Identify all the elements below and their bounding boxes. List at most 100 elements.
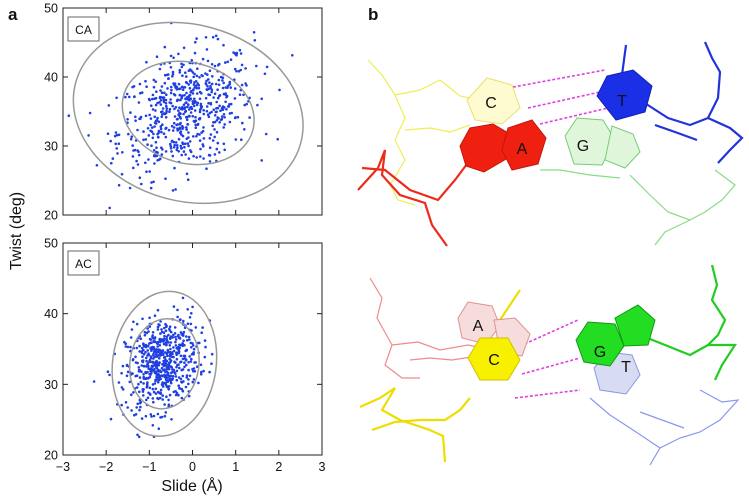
scatter-point [243, 103, 246, 107]
scatter-point [138, 376, 142, 379]
scatter-point [162, 362, 165, 366]
panel-letter-b: b [368, 5, 378, 24]
scatter-point [145, 170, 148, 173]
scatter-point [156, 159, 159, 162]
scatter-point [162, 342, 166, 345]
scatter-point [155, 359, 158, 363]
structure-ca-step: C A G T [357, 41, 744, 247]
base-c-top [466, 77, 521, 125]
scatter-point [184, 101, 187, 105]
scatter-point [248, 116, 251, 119]
scatter-point [190, 69, 193, 72]
scatter-point [174, 84, 177, 88]
scatter-point [159, 96, 163, 99]
scatter-point [170, 371, 173, 375]
scatter-point [181, 141, 184, 144]
scatter-point [164, 98, 168, 102]
scatter-point [144, 414, 148, 418]
scatter-point [174, 344, 178, 347]
scatter-point [180, 95, 184, 99]
scatter-point [149, 186, 153, 190]
scatter-point [157, 348, 160, 352]
scatter-point [179, 117, 182, 120]
scatter-point [161, 123, 164, 126]
scatter-point [210, 90, 213, 94]
scatter-point [202, 157, 205, 160]
confidence-ellipse-2 [72, 21, 304, 205]
y-tick-label: 30 [44, 140, 58, 154]
scatter-point [174, 141, 178, 144]
scatter-point [156, 308, 160, 312]
scatter-point [221, 79, 224, 82]
scatter-point [177, 393, 180, 397]
scatter-point [205, 167, 208, 170]
scatter-point [187, 368, 190, 372]
scatter-point [153, 382, 157, 385]
scatter-point [150, 368, 154, 371]
scatter-point [245, 102, 248, 106]
scatter-point [198, 118, 201, 121]
sugar-g-bottom [639, 333, 709, 357]
scatter-point [194, 326, 198, 329]
scatter-point [164, 116, 168, 119]
scatter-point [164, 177, 167, 180]
scatter-point [265, 65, 269, 69]
linker-c-bottom [497, 289, 521, 324]
scatter-point [149, 338, 153, 341]
scatter-point [183, 93, 186, 97]
sugar-a-top [361, 159, 471, 202]
scatter-point [168, 350, 172, 354]
scatter-point [179, 354, 183, 358]
scatter-point [189, 149, 192, 152]
scatter-point [159, 89, 162, 92]
scatter-point [163, 414, 167, 418]
scatter-point [157, 120, 161, 124]
scatter-point [160, 85, 164, 88]
scatter-point [149, 356, 153, 360]
scatter-point [159, 127, 163, 131]
base-g-ring5-top [604, 125, 641, 169]
scatter-point [217, 83, 221, 87]
scatter-point [239, 68, 242, 72]
scatter-point [161, 398, 164, 401]
scatter-point [147, 134, 151, 137]
ellipses-ac [111, 290, 218, 438]
scatter-point [169, 341, 173, 344]
scatter-point [148, 386, 152, 390]
scatter-point [178, 71, 182, 74]
scatter-point [199, 147, 202, 151]
scatter-point [208, 146, 212, 149]
y-tick-label: 40 [44, 307, 58, 321]
scatter-point [178, 126, 182, 130]
scatter-point [184, 142, 187, 145]
scatter-point [153, 97, 156, 100]
scatter-point [151, 93, 155, 97]
scatter-point [162, 356, 166, 359]
scatter-point [207, 78, 210, 81]
scatter-point [144, 161, 147, 165]
scatter-point [158, 101, 161, 104]
scatter-point [179, 98, 182, 102]
scatter-point [67, 114, 71, 117]
scatter-point [191, 342, 194, 345]
scatter-point [177, 363, 180, 367]
scatter-point [241, 121, 244, 125]
scatter-point [211, 139, 215, 142]
scatter-point [138, 344, 141, 348]
scatter-point [194, 119, 198, 122]
scatter-point [176, 315, 179, 319]
scatter-point [174, 361, 177, 364]
scatter-point [208, 160, 212, 163]
scatter-point [210, 63, 214, 66]
scatter-point [228, 83, 231, 86]
scatter-point [145, 359, 148, 363]
scatter-point [127, 132, 130, 136]
scatter-point [160, 366, 164, 370]
scatter-point [154, 392, 158, 395]
scatter-point [166, 87, 169, 90]
scatter-point [215, 100, 218, 104]
scatter-point [160, 130, 163, 134]
scatter-point [180, 62, 183, 66]
scatter-point [168, 101, 171, 104]
